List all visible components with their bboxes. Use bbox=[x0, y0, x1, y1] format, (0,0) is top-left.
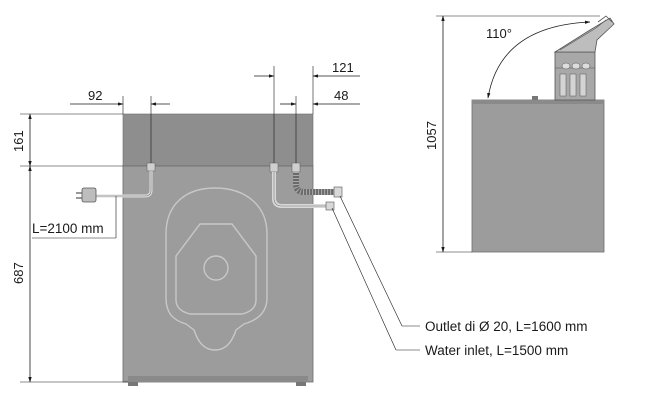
outlet-hose-ribs bbox=[293, 172, 336, 195]
dim-687-label: 687 bbox=[11, 262, 26, 284]
open-lid bbox=[553, 15, 615, 101]
inlet-connector bbox=[269, 162, 279, 173]
cable-entry bbox=[146, 162, 156, 172]
power-plug-icon bbox=[76, 187, 97, 203]
inlet-fitting bbox=[325, 201, 335, 211]
right-foot bbox=[296, 382, 306, 386]
side-cabinet bbox=[471, 99, 605, 253]
dim-92-label: 92 bbox=[88, 88, 102, 103]
drain-plug bbox=[203, 255, 229, 281]
dim-1057: 1057 bbox=[424, 15, 600, 253]
left-foot bbox=[128, 382, 138, 386]
access-panel-outline bbox=[165, 187, 268, 351]
side-top-edge bbox=[472, 100, 604, 104]
outlet-callout-label: Outlet di Ø 20, L=1600 mm bbox=[425, 319, 587, 334]
cable-length-callout: L=2100 mm bbox=[32, 196, 117, 239]
dim-48-label: 48 bbox=[334, 88, 348, 103]
dim-161: 161 bbox=[11, 113, 123, 167]
power-cable-edge bbox=[96, 171, 152, 197]
cable-length-label: L=2100 mm bbox=[32, 221, 104, 236]
inlet-hose-edge bbox=[273, 172, 330, 207]
lid-angle-label: 110° bbox=[486, 26, 512, 41]
rear-view-machine bbox=[76, 113, 343, 386]
lid-angle-indicator: 110° bbox=[486, 20, 591, 99]
access-panel-inner bbox=[175, 223, 257, 315]
dim-687: 687 bbox=[11, 165, 128, 383]
dim-92: 92 bbox=[70, 88, 170, 163]
dim-1057-label: 1057 bbox=[424, 121, 439, 150]
outlet-connector bbox=[291, 162, 301, 173]
dim-121: 121 bbox=[254, 60, 360, 163]
dim-121-label: 121 bbox=[332, 60, 354, 75]
dim-48: 48 bbox=[280, 88, 360, 163]
inlet-callout-label: Water inlet, L=1500 mm bbox=[425, 343, 568, 358]
hose-callouts: Outlet di Ø 20, L=1600 mm Water inlet, L… bbox=[331, 195, 587, 358]
side-knob bbox=[532, 96, 538, 100]
cabinet-top-panel bbox=[122, 113, 314, 167]
outlet-fitting bbox=[333, 186, 343, 198]
cabinet-base bbox=[128, 376, 308, 382]
dim-161-label: 161 bbox=[11, 130, 26, 152]
side-view-machine bbox=[471, 15, 615, 253]
